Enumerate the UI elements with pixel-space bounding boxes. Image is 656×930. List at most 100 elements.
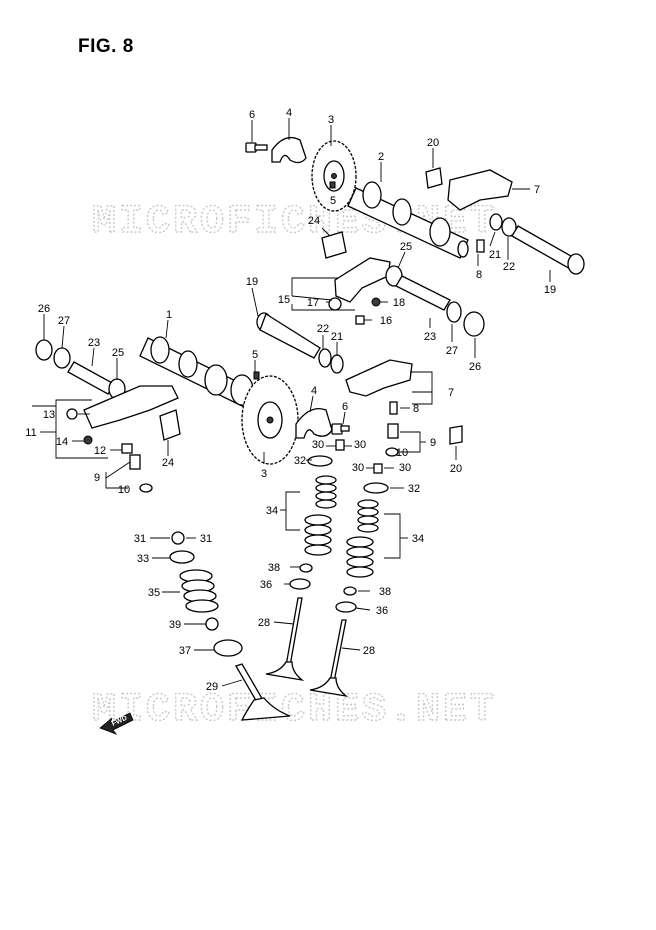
callout-label: 27 [446,345,458,357]
callout-label: 18 [393,297,405,309]
callout-label: 29 [206,681,218,693]
oring-part-10-left [139,483,153,493]
callout-label: 5 [252,349,258,361]
oring-part-22-upper [501,217,517,237]
callout-label: 4 [311,385,317,397]
callout-label: 37 [179,645,191,657]
callout-label: 25 [112,347,124,359]
callout-label: 30 [312,439,324,451]
callout-label: 21 [331,331,343,343]
rocker-shaft-part-19-lower [256,312,321,359]
callout-labels: 1 2 3 3 4 4 5 5 6 6 7 7 8 8 9 9 10 10 11… [25,107,556,693]
callout-label: 30 [354,439,366,451]
callout-label: 23 [424,331,436,343]
seal-part-38-left [299,563,313,573]
callout-label: 24 [162,457,174,469]
callout-label: 8 [413,403,419,415]
camshaft-part-1 [139,336,254,407]
callout-label: 21 [489,249,501,261]
cam-plate-part-4-lower [295,407,333,439]
rocker-arm-part-7-upper [447,169,513,211]
callout-label: 14 [56,436,68,448]
callout-label: 38 [268,562,280,574]
retainer-part-32-left [307,455,333,467]
callout-label: 2 [378,151,384,163]
pin-part-5-upper [329,181,336,189]
callout-label: 11 [25,427,36,439]
callout-label: 30 [352,462,364,474]
callout-label: 6 [342,401,348,413]
callout-label: 19 [544,284,556,296]
callout-label: 22 [503,261,515,273]
callout-label: 28 [258,617,270,629]
valve-springs-part-34-right [346,499,379,578]
callout-label: 22 [317,323,329,335]
adjuster-part-9-left [129,454,141,470]
callout-label: 35 [148,587,160,599]
adjuster-part-13 [66,408,78,420]
rocker-arm-part-15 [334,257,391,303]
valve-spring-part-35 [179,569,219,613]
callout-label: 25 [400,241,412,253]
callout-label: 38 [379,586,391,598]
seat-part-36-right [335,601,357,613]
retainer-part-33 [169,550,195,564]
callout-label: 30 [399,462,411,474]
washer-part-27-lower [53,347,71,369]
callout-label: 20 [427,137,439,149]
oring-part-22-lower [318,348,332,368]
seal-part-24-lower [159,409,181,441]
callout-label: 34 [412,533,424,545]
seal-part-20-upper [425,167,443,189]
callout-label: 32 [294,455,306,467]
seal-part-30-b [373,463,383,474]
callout-label: 3 [261,468,267,480]
callout-label: 1 [166,309,172,321]
callout-label: 28 [363,645,375,657]
seat-part-36-left [289,578,311,590]
cap-part-26-upper [463,311,485,337]
callout-label: 26 [38,303,50,315]
callout-label: 34 [266,505,278,517]
cam-sprocket-part-3-upper [311,140,357,212]
pin-part-8-lower [389,401,398,415]
screw-part-12 [121,443,133,454]
callout-label: 31 [200,533,212,545]
washer-part-21-upper [489,213,503,231]
pin-part-5-lower [253,371,260,380]
seal-part-20-lower [449,425,463,445]
callout-label: 10 [118,484,130,496]
rocker-arm-part-11 [83,385,179,429]
callout-label: 7 [448,387,454,399]
callout-label: 26 [469,361,481,373]
callout-label: 9 [430,437,436,449]
callout-label: 3 [328,114,334,126]
figure-title: FIG. 8 [78,36,134,57]
callout-label: 4 [286,107,292,119]
callout-label: 16 [380,315,392,327]
bolt-part-6-lower [331,423,350,435]
nut-part-18 [371,297,381,307]
seal-part-38-right [343,586,357,596]
callout-label: 7 [534,184,540,196]
pin-part-8-upper [476,239,485,253]
watermark-bottom: MICROFICHES.NET [92,688,497,733]
callout-label: 13 [43,409,55,421]
valve-part-28-left [265,597,305,682]
oring-part-10-right-a [385,447,399,457]
callout-label: 32 [408,483,420,495]
rocker-shaft-part-23-upper [395,275,451,311]
callout-label: 33 [137,553,149,565]
nut-part-14 [83,435,93,445]
screw-part-16 [355,315,365,325]
callout-label: 12 [94,445,106,457]
rocker-shaft-part-19-upper [511,225,585,275]
callout-label: 20 [450,463,462,475]
callout-label: 27 [58,315,70,327]
callout-label: 24 [308,215,320,227]
callout-label: 10 [396,447,408,459]
seal-part-39 [205,617,219,631]
seal-part-30-a [335,439,345,451]
